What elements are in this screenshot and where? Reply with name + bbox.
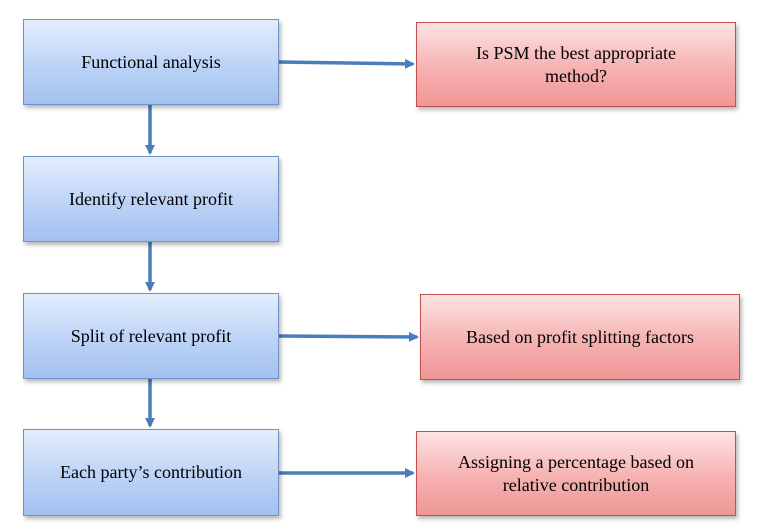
arrow-step3-to-note2 [278, 331, 419, 342]
note-label: Assigning a percentage based on relative… [458, 452, 694, 495]
step-label: Identify relevant profit [69, 188, 233, 209]
note-label: Based on profit splitting factors [466, 326, 694, 347]
arrow-step1-to-note1 [278, 58, 415, 69]
step-split-relevant-profit: Split of relevant profit [23, 293, 279, 379]
note-label: Is PSM the best appropriate method? [476, 43, 676, 86]
step-identify-relevant-profit: Identify relevant profit [23, 156, 279, 242]
step-label: Split of relevant profit [70, 325, 232, 346]
step-functional-analysis: Functional analysis [23, 19, 279, 105]
step-label: Functional analysis [81, 51, 221, 72]
note-percentage-relative-contribution: Assigning a percentage based on relative… [416, 431, 736, 516]
step-label: Each party’s contribution [60, 462, 242, 483]
note-profit-splitting-factors: Based on profit splitting factors [420, 294, 740, 380]
step-each-party-contribution: Each party’s contribution [23, 429, 279, 516]
note-psm-appropriate-method: Is PSM the best appropriate method? [416, 22, 736, 107]
